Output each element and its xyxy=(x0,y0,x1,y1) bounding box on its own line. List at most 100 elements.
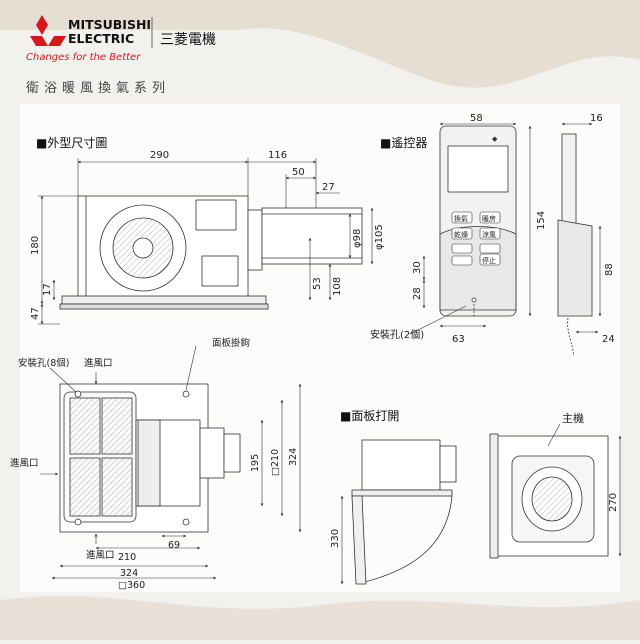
plan-duct-pipe xyxy=(223,433,241,473)
dim-180: 180 xyxy=(30,236,41,255)
dim-box210: □210 xyxy=(270,449,281,476)
dim-24: 24 xyxy=(602,334,615,345)
dim-box360: □360 xyxy=(118,580,145,591)
remote-button-6 xyxy=(479,243,501,254)
mount-hole-2 xyxy=(182,390,190,398)
plan-dimension-labels: 195 □210 324 210 69 324 □360 安裝孔(8個) 進風口… xyxy=(10,337,299,591)
label-inlet-bottom: 進風口 xyxy=(86,549,115,561)
remote-button-dry-label: 乾燥 xyxy=(454,230,468,239)
label-panel-hook: 面板掛鉤 xyxy=(212,337,250,349)
grille-quadrant-4 xyxy=(101,457,133,517)
remote-lcd xyxy=(447,145,509,193)
panel-open-duct xyxy=(439,445,457,483)
panel-open-ceiling-line xyxy=(351,489,453,497)
dim-30: 30 xyxy=(412,261,423,274)
section-outline-title: ■外型尺寸圖 xyxy=(36,136,107,150)
dim-16: 16 xyxy=(590,113,603,124)
brand-name-line1: MITSUBISHI xyxy=(68,17,151,32)
label-plate xyxy=(195,199,237,231)
remote-button-7 xyxy=(451,255,473,266)
dim-phi98: φ98 xyxy=(352,229,363,248)
dim-210: 210 xyxy=(118,552,136,563)
main-unit-hinge xyxy=(489,433,499,559)
plan-control-box xyxy=(137,419,161,507)
dim-290: 290 xyxy=(150,150,169,161)
label-inlet-top: 進風口 xyxy=(84,357,113,369)
remote-mount-hole xyxy=(471,297,477,303)
series-title: 衛浴暖風換氣系列 xyxy=(26,81,170,96)
panel-plate xyxy=(59,303,269,310)
dim-195: 195 xyxy=(250,454,261,472)
duct-pipe xyxy=(261,207,363,265)
terminal-box xyxy=(201,255,239,287)
panel-open-front-view xyxy=(489,433,609,559)
footer-wash xyxy=(0,596,640,640)
dim-17: 17 xyxy=(42,283,53,296)
mount-hole-3 xyxy=(74,518,82,526)
dim-154: 154 xyxy=(536,211,547,230)
section-remote-title: ■遙控器 xyxy=(380,136,427,150)
plan-view xyxy=(59,383,241,533)
mount-flange xyxy=(61,295,267,305)
label-main-mount-holes: 安裝孔(8個) xyxy=(18,357,69,369)
dim-27: 27 xyxy=(322,182,335,193)
dim-69: 69 xyxy=(168,540,180,551)
section-panel-open-title: ■面板打開 xyxy=(340,409,399,423)
dim-324-horizontal: 324 xyxy=(120,568,138,579)
brand-name-line2: ELECTRIC xyxy=(68,31,134,46)
duct-collar xyxy=(247,209,263,271)
header-wash xyxy=(0,0,640,88)
grille-quadrant-1 xyxy=(69,397,101,455)
dim-28: 28 xyxy=(412,287,423,300)
plan-duct-collar xyxy=(199,427,225,479)
remote-button-dry xyxy=(451,227,473,240)
remote-buttons: 換氣 暖房 乾燥 涼風 停止 xyxy=(451,211,501,266)
remote-side xyxy=(557,133,593,357)
grille-quadrant-3 xyxy=(69,457,101,517)
remote-button-cool xyxy=(479,227,501,240)
brand-name-cjk: 三菱電機 xyxy=(160,32,216,48)
side-view xyxy=(59,195,363,310)
panel-open-hanging-panel xyxy=(351,495,367,585)
grille-quadrant-2 xyxy=(101,397,133,455)
remote-button-stop-label: 停止 xyxy=(482,256,496,265)
remote-button-stop xyxy=(479,253,501,266)
panel-open-side-view xyxy=(351,439,457,585)
label-main-unit: 主機 xyxy=(562,411,584,425)
remote-button-ventilate-label: 換氣 xyxy=(454,214,468,223)
remote-brand-mark: ◆ xyxy=(492,135,498,143)
remote-button-cool-label: 涼風 xyxy=(482,230,496,239)
remote-side-holder xyxy=(557,219,593,317)
plan-dimension-lines xyxy=(40,345,302,580)
dim-phi105: φ105 xyxy=(374,224,385,250)
remote-button-heat-label: 暖房 xyxy=(482,214,496,223)
dim-108: 108 xyxy=(332,277,343,296)
dim-330: 330 xyxy=(330,529,341,548)
remote-dimension-lines xyxy=(409,122,602,335)
dim-270: 270 xyxy=(608,493,619,512)
label-inlet-left: 進風口 xyxy=(10,457,39,469)
panel-dimension-labels: 330 270 主機 xyxy=(330,411,619,548)
dim-63: 63 xyxy=(452,334,465,345)
remote-button-heat xyxy=(479,211,501,224)
remote-button-ventilate xyxy=(451,211,473,224)
dim-88: 88 xyxy=(604,263,615,276)
panel-dimension-lines xyxy=(340,423,622,585)
remote-button-5 xyxy=(451,243,473,254)
mount-hole-4 xyxy=(182,518,190,526)
panel-swing-arc xyxy=(355,495,453,585)
dim-324-vertical: 324 xyxy=(288,448,299,466)
remote-dimension-labels: 58 154 30 28 63 16 88 24 安裝孔(2個) xyxy=(370,113,615,345)
side-dimension-lines xyxy=(38,158,374,325)
mitsubishi-logo-icon xyxy=(30,15,66,46)
remote-holder xyxy=(439,226,517,311)
dim-47: 47 xyxy=(30,307,41,320)
dim-116: 116 xyxy=(268,150,287,161)
dim-58: 58 xyxy=(470,113,483,124)
dim-50: 50 xyxy=(292,167,305,178)
mount-hole-1 xyxy=(74,390,82,398)
remote-front: ◆ xyxy=(439,125,517,318)
brand-tagline: Changes for the Better xyxy=(26,52,141,63)
